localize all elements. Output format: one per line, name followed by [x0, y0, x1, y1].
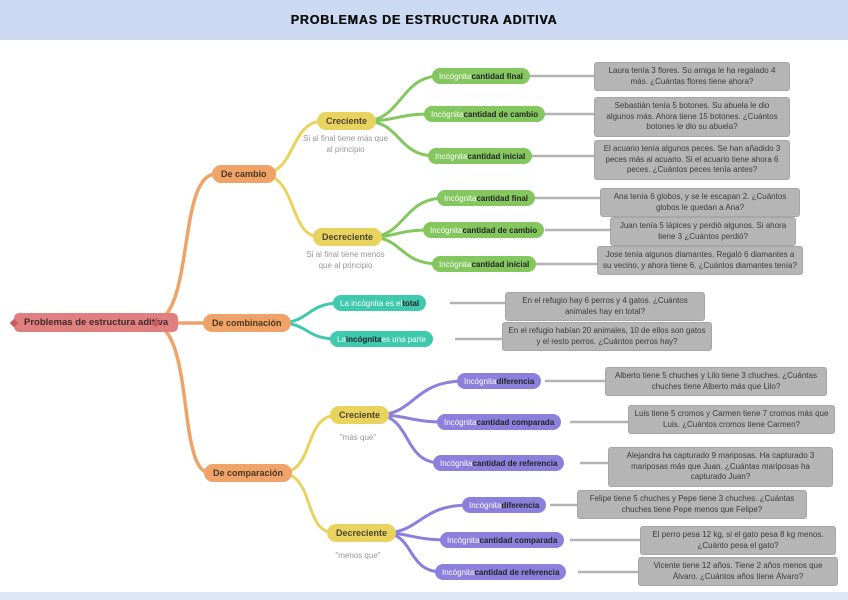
problem-box[interactable]: Luis tiene 5 cromos y Carmen tiene 7 cro… [628, 405, 835, 435]
problem-box[interactable]: En el refugio hay 6 perros y 4 gatos. ¿C… [505, 292, 705, 322]
subnode-note: Si al final tiene más que al principio [303, 134, 388, 154]
leaf-label-bold: cantidad final [476, 193, 529, 203]
leaf-label-prefix: Incógnita [431, 109, 464, 119]
problem-box[interactable]: En el refugio habían 20 animales, 10 de … [502, 322, 712, 352]
leaf-label-prefix: Incógnita [442, 567, 475, 577]
leaf-label-prefix: Incógnita [447, 535, 480, 545]
branch-de-cambio[interactable]: De cambio [212, 165, 276, 183]
problem-box[interactable]: Vicente tiene 12 años. Tiene 2 años meno… [638, 557, 838, 587]
leaf-label-prefix: Incógnita [469, 500, 502, 510]
root-node[interactable]: Problemas de estructura aditiva [14, 313, 179, 332]
leaf-label-bold: cantidad de cambio [463, 109, 539, 119]
leaf-incognita-cantidad-de-cambio[interactable]: Incógnita cantidad de cambio [424, 106, 546, 122]
leaf-label-bold: cantidad de cambio [462, 225, 538, 235]
subnode-cambio-decreciente[interactable]: Decreciente [313, 228, 383, 246]
page-title: PROBLEMAS DE ESTRUCTURA ADITIVA [290, 13, 558, 27]
leaf-incognita-diferencia[interactable]: Incógnita diferencia [462, 497, 547, 513]
subnode-comparacion-decreciente[interactable]: Decreciente [327, 524, 397, 542]
subnode-note: Si al final tiene menos que al principio [306, 250, 385, 270]
branch-de-comparacion[interactable]: De comparación [204, 464, 293, 482]
leaf-label-bold: cantidad inicial [471, 259, 530, 269]
leaf-label-bold: cantidad de referencia [474, 567, 560, 577]
leaf-label-bold: diferencia [496, 376, 535, 386]
leaf-label-prefix: Incógnita [444, 417, 477, 427]
bottom-bar [0, 592, 848, 600]
leaf-incognita-es-una-parte[interactable]: La incógnita es una parte [330, 331, 433, 347]
leaf-label-prefix: Incógnita [430, 225, 463, 235]
title-bar: PROBLEMAS DE ESTRUCTURA ADITIVA [0, 0, 848, 40]
problem-box[interactable]: Felipe tiene 5 chuches y Pepe tiene 3 ch… [577, 490, 807, 520]
leaf-incognita-cantidad-de-referencia[interactable]: Incógnita cantidad de referencia [433, 455, 565, 471]
leaf-label-prefix: Incógnita [439, 259, 472, 269]
branch-de-combinacion[interactable]: De combinación [203, 314, 291, 332]
subnode-label: Creciente [326, 116, 368, 126]
problem-box[interactable]: Alberto tiene 5 chuches y Lilo tiene 3 c… [605, 367, 827, 397]
leaf-label-bold: cantidad comparada [476, 417, 555, 427]
branch-label: De comparación [213, 468, 284, 478]
leaf-incognita-cantidad-inicial[interactable]: Incógnita cantidad inicial [428, 148, 533, 164]
leaf-label-bold: total [402, 298, 420, 308]
leaf-incognita-cantidad-final[interactable]: Incógnita cantidad final [432, 68, 531, 84]
subnode-comparacion-creciente[interactable]: Creciente [330, 406, 390, 424]
leaf-incognita-diferencia[interactable]: Incógnita diferencia [457, 373, 542, 389]
leaf-label-suffix: es una parte [381, 334, 426, 344]
leaf-incognita-cantidad-final[interactable]: Incógnita cantidad final [437, 190, 536, 206]
problem-box[interactable]: Jose tenía algunos diamantes. Regaló 6 d… [597, 246, 803, 276]
problem-box[interactable]: El acuario tenía algunos peces. Se han a… [594, 140, 790, 180]
subnode-cambio-creciente[interactable]: Creciente [317, 112, 377, 130]
leaf-incognita-cantidad-de-cambio[interactable]: Incógnita cantidad de cambio [423, 222, 545, 238]
problem-box[interactable]: El perro pesa 12 kg, si el gato pesa 8 k… [640, 526, 836, 556]
leaf-label-prefix: Incógnita [435, 151, 468, 161]
gray-connectors [450, 74, 646, 574]
leaf-label-prefix: Incógnita [440, 458, 473, 468]
problem-box[interactable]: Juan tenía 5 lápices y perdió algunos. S… [610, 217, 796, 247]
leaf-label-bold: diferencia [501, 500, 540, 510]
branch-label: De cambio [221, 169, 267, 179]
branch-label: De combinación [212, 318, 282, 328]
subnode-note: "menos que" [335, 551, 381, 560]
problem-box[interactable]: Alejandra ha capturado 9 mariposas. Ha c… [608, 447, 833, 487]
leaf-incognita-cantidad-de-referencia[interactable]: Incógnita cantidad de referencia [435, 564, 567, 580]
problem-box[interactable]: Sebastián tenía 5 botones. Su abuela le … [594, 97, 790, 137]
leaf-incognita-cantidad-inicial[interactable]: Incógnita cantidad inicial [432, 256, 537, 272]
leaf-label-bold: incógnita [345, 334, 382, 344]
leaf-label-prefix: La incógnita es el [340, 298, 403, 308]
subnode-label: Creciente [339, 410, 381, 420]
leaf-label-bold: cantidad comparada [479, 535, 558, 545]
leaf-label-bold: cantidad final [471, 71, 524, 81]
subnode-label: Decreciente [336, 528, 388, 538]
problem-box[interactable]: Ana tenía 6 globos, y se le escapan 2. ¿… [600, 188, 800, 218]
root-node-label: Problemas de estructura aditiva [24, 317, 169, 328]
leaf-label-prefix: La [337, 334, 346, 344]
leaf-incognita-cantidad-comparada[interactable]: Incógnita cantidad comparada [437, 414, 562, 430]
subnode-note: "más que" [339, 433, 377, 442]
subnode-label: Decreciente [322, 232, 374, 242]
leaf-label-bold: cantidad inicial [467, 151, 526, 161]
leaf-label-prefix: Incógnita [444, 193, 477, 203]
leaf-incognita-cantidad-comparada[interactable]: Incógnita cantidad comparada [440, 532, 565, 548]
leaf-incognita-es-el-total[interactable]: La incógnita es el total [333, 295, 427, 311]
problem-box[interactable]: Laura tenía 3 flores. Su amiga le ha reg… [594, 62, 790, 92]
leaf-label-prefix: Incógnita [439, 71, 472, 81]
leaf-label-prefix: Incógnita [464, 376, 497, 386]
leaf-label-bold: cantidad de referencia [472, 458, 558, 468]
